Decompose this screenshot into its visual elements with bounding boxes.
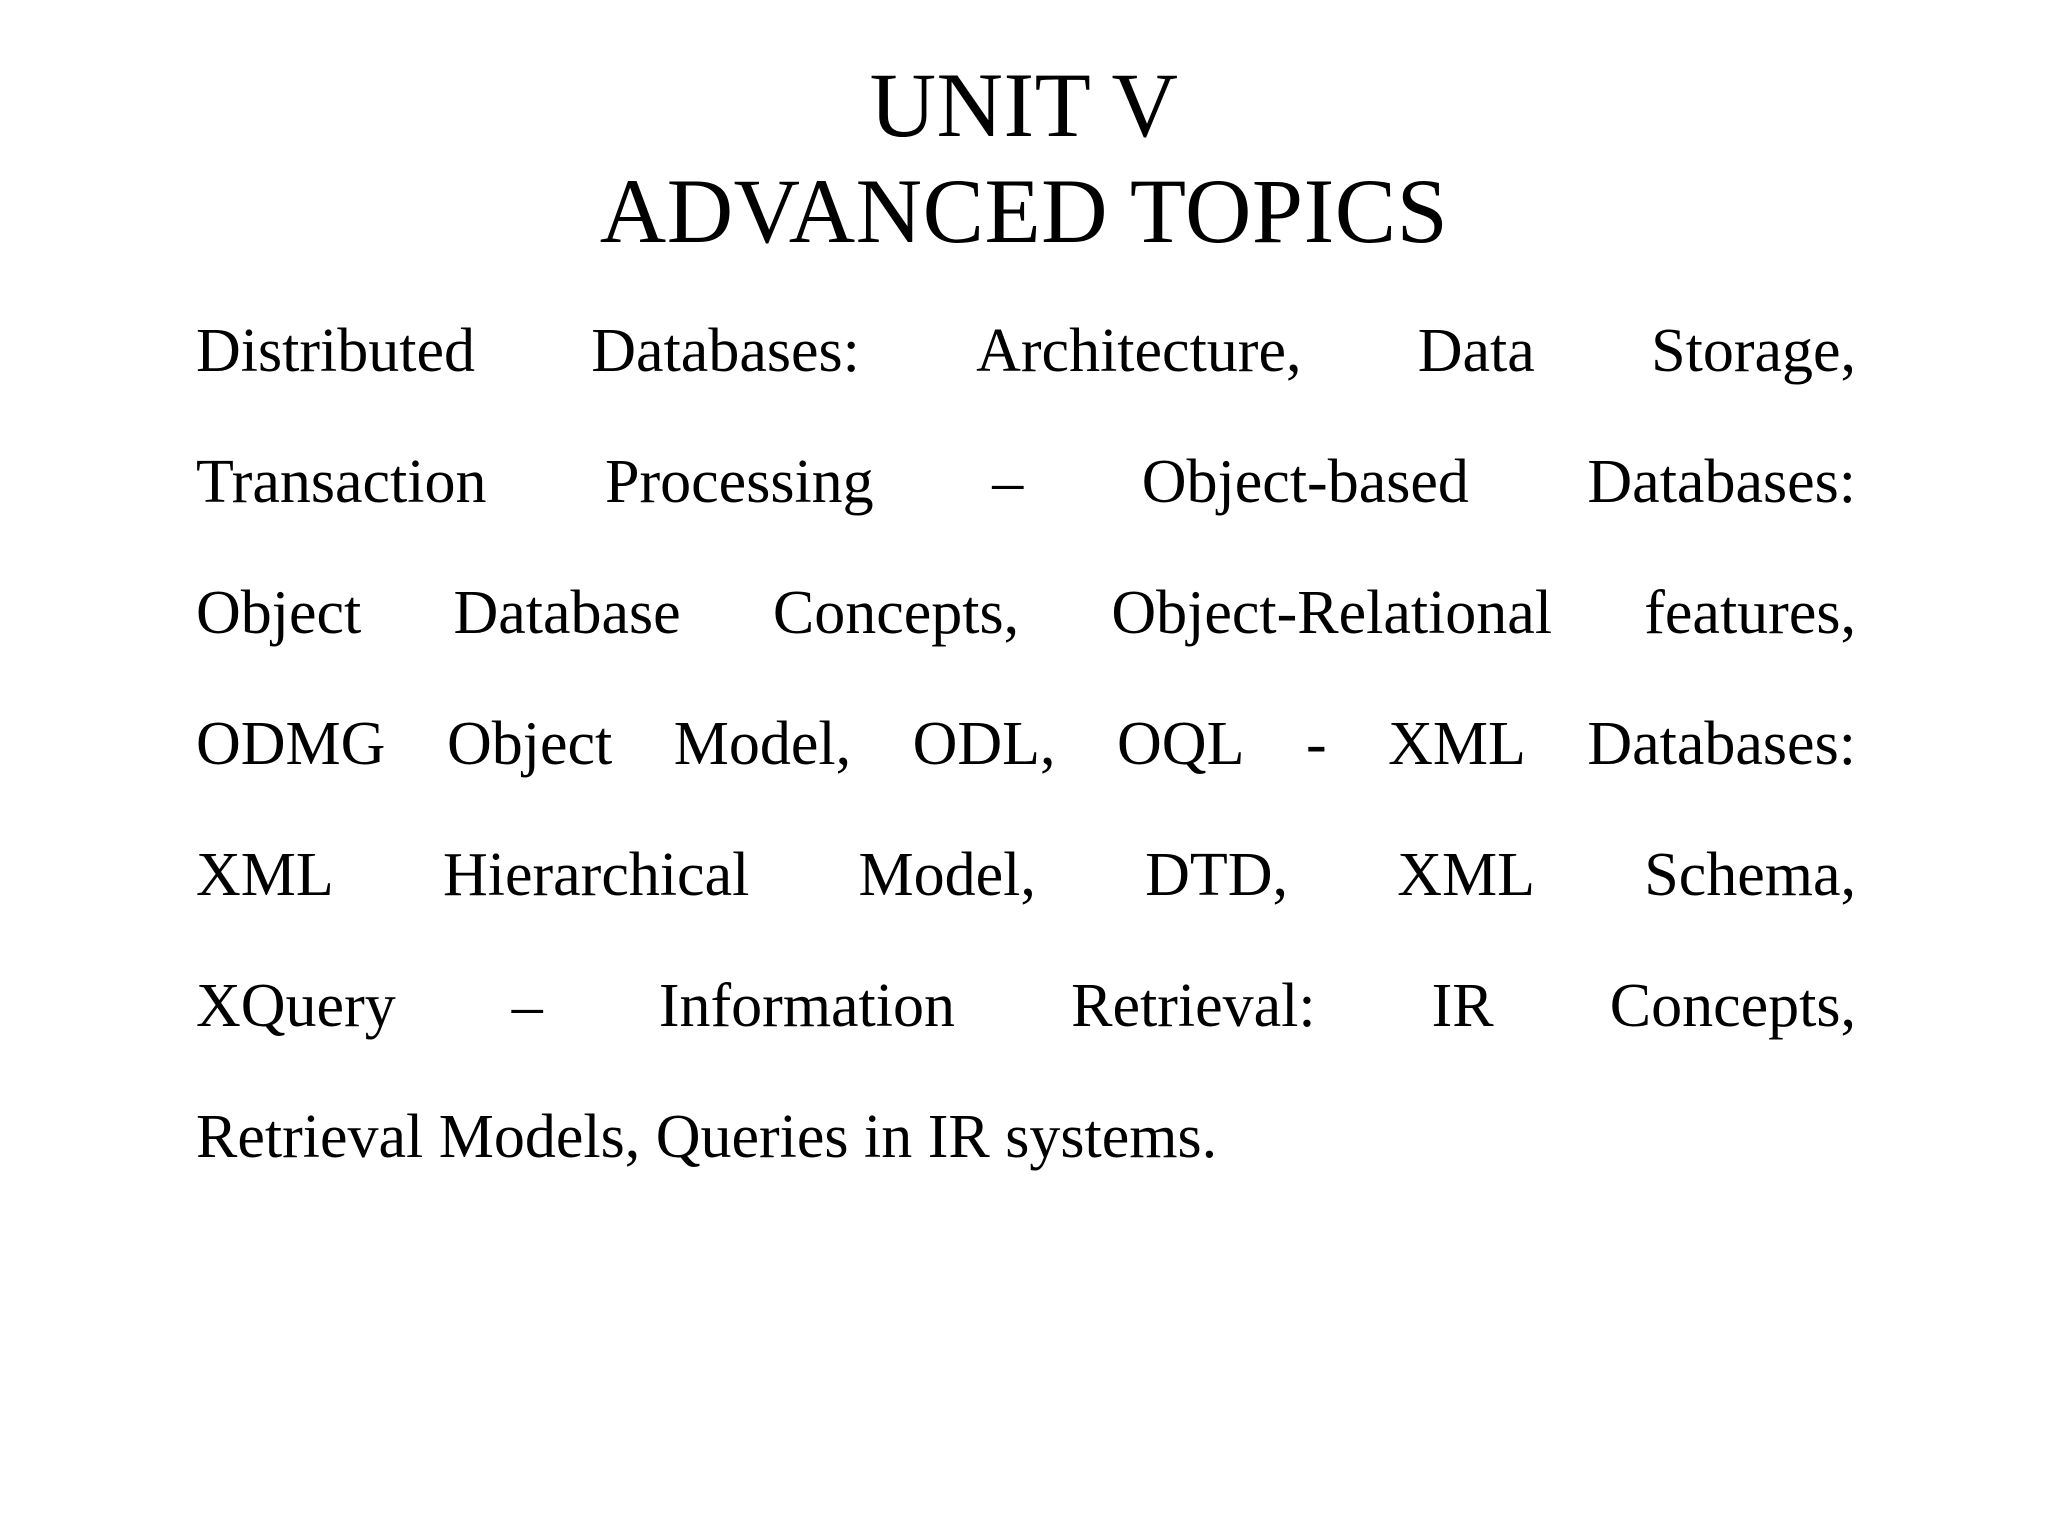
body-word: Object — [446, 710, 613, 778]
body-line-1: Distributed Databases: Architecture, Dat… — [196, 286, 1856, 417]
body-word: Model, — [673, 710, 852, 778]
body-word: ODL, — [912, 710, 1056, 778]
body-word: XML — [1388, 710, 1526, 778]
body-word: Data — [1417, 317, 1535, 385]
body-word: Hierarchical — [442, 841, 750, 909]
body-word: Transaction — [196, 448, 487, 516]
body-word: Storage, — [1651, 317, 1856, 385]
body-word: features, — [1644, 579, 1856, 647]
body-word: Object-Relational — [1111, 579, 1553, 647]
body-word: Distributed — [196, 317, 475, 385]
body-word: Concepts, — [1609, 972, 1856, 1040]
body-word: Databases: — [1587, 448, 1856, 516]
body-word: Concepts, — [772, 579, 1020, 647]
body-line-6: XQuery – Information Retrieval: IR Conce… — [196, 941, 1856, 1072]
body-line-2: Transaction Processing – Object-based Da… — [196, 417, 1856, 548]
body-word: Object-based — [1141, 448, 1469, 516]
title-line-1: UNIT V — [869, 54, 1179, 156]
body-word: OQL — [1117, 710, 1245, 778]
title-line-2: ADVANCED TOPICS — [599, 160, 1449, 262]
body-word: Model, — [858, 841, 1036, 909]
body-word: Databases: — [1587, 710, 1856, 778]
body-word-hyphen: - — [1305, 710, 1327, 778]
body-word: Database — [453, 579, 681, 647]
body-word: Schema, — [1644, 841, 1856, 909]
body-word: Retrieval: — [1071, 972, 1316, 1040]
body-word: Processing — [605, 448, 874, 516]
body-word: DTD, — [1145, 841, 1289, 909]
body-word: XQuery — [196, 972, 396, 1040]
body-word: Information — [658, 972, 956, 1040]
body-word: Architecture, — [976, 317, 1302, 385]
body-word-dash: – — [511, 972, 543, 1040]
body-line-3: Object Database Concepts, Object-Relatio… — [196, 548, 1856, 679]
body-word: XML — [1397, 841, 1536, 909]
body-word: Databases: — [591, 317, 860, 385]
body-line-4: ODMG Object Model, ODL, OQL - XML Databa… — [196, 679, 1856, 810]
body-word: IR — [1431, 972, 1494, 1040]
body-word: XML — [196, 841, 334, 909]
body-line-7: Retrieval Models, Queries in IR systems. — [196, 1103, 1218, 1171]
body-word: ODMG — [196, 710, 386, 778]
body-line-5: XML Hierarchical Model, DTD, XML Schema, — [196, 810, 1856, 941]
body-word: Object — [196, 579, 362, 647]
slide-body: Distributed Databases: Architecture, Dat… — [196, 286, 1856, 1203]
slide-title: UNIT V ADVANCED TOPICS — [0, 52, 2048, 264]
body-word-dash: – — [992, 448, 1024, 516]
